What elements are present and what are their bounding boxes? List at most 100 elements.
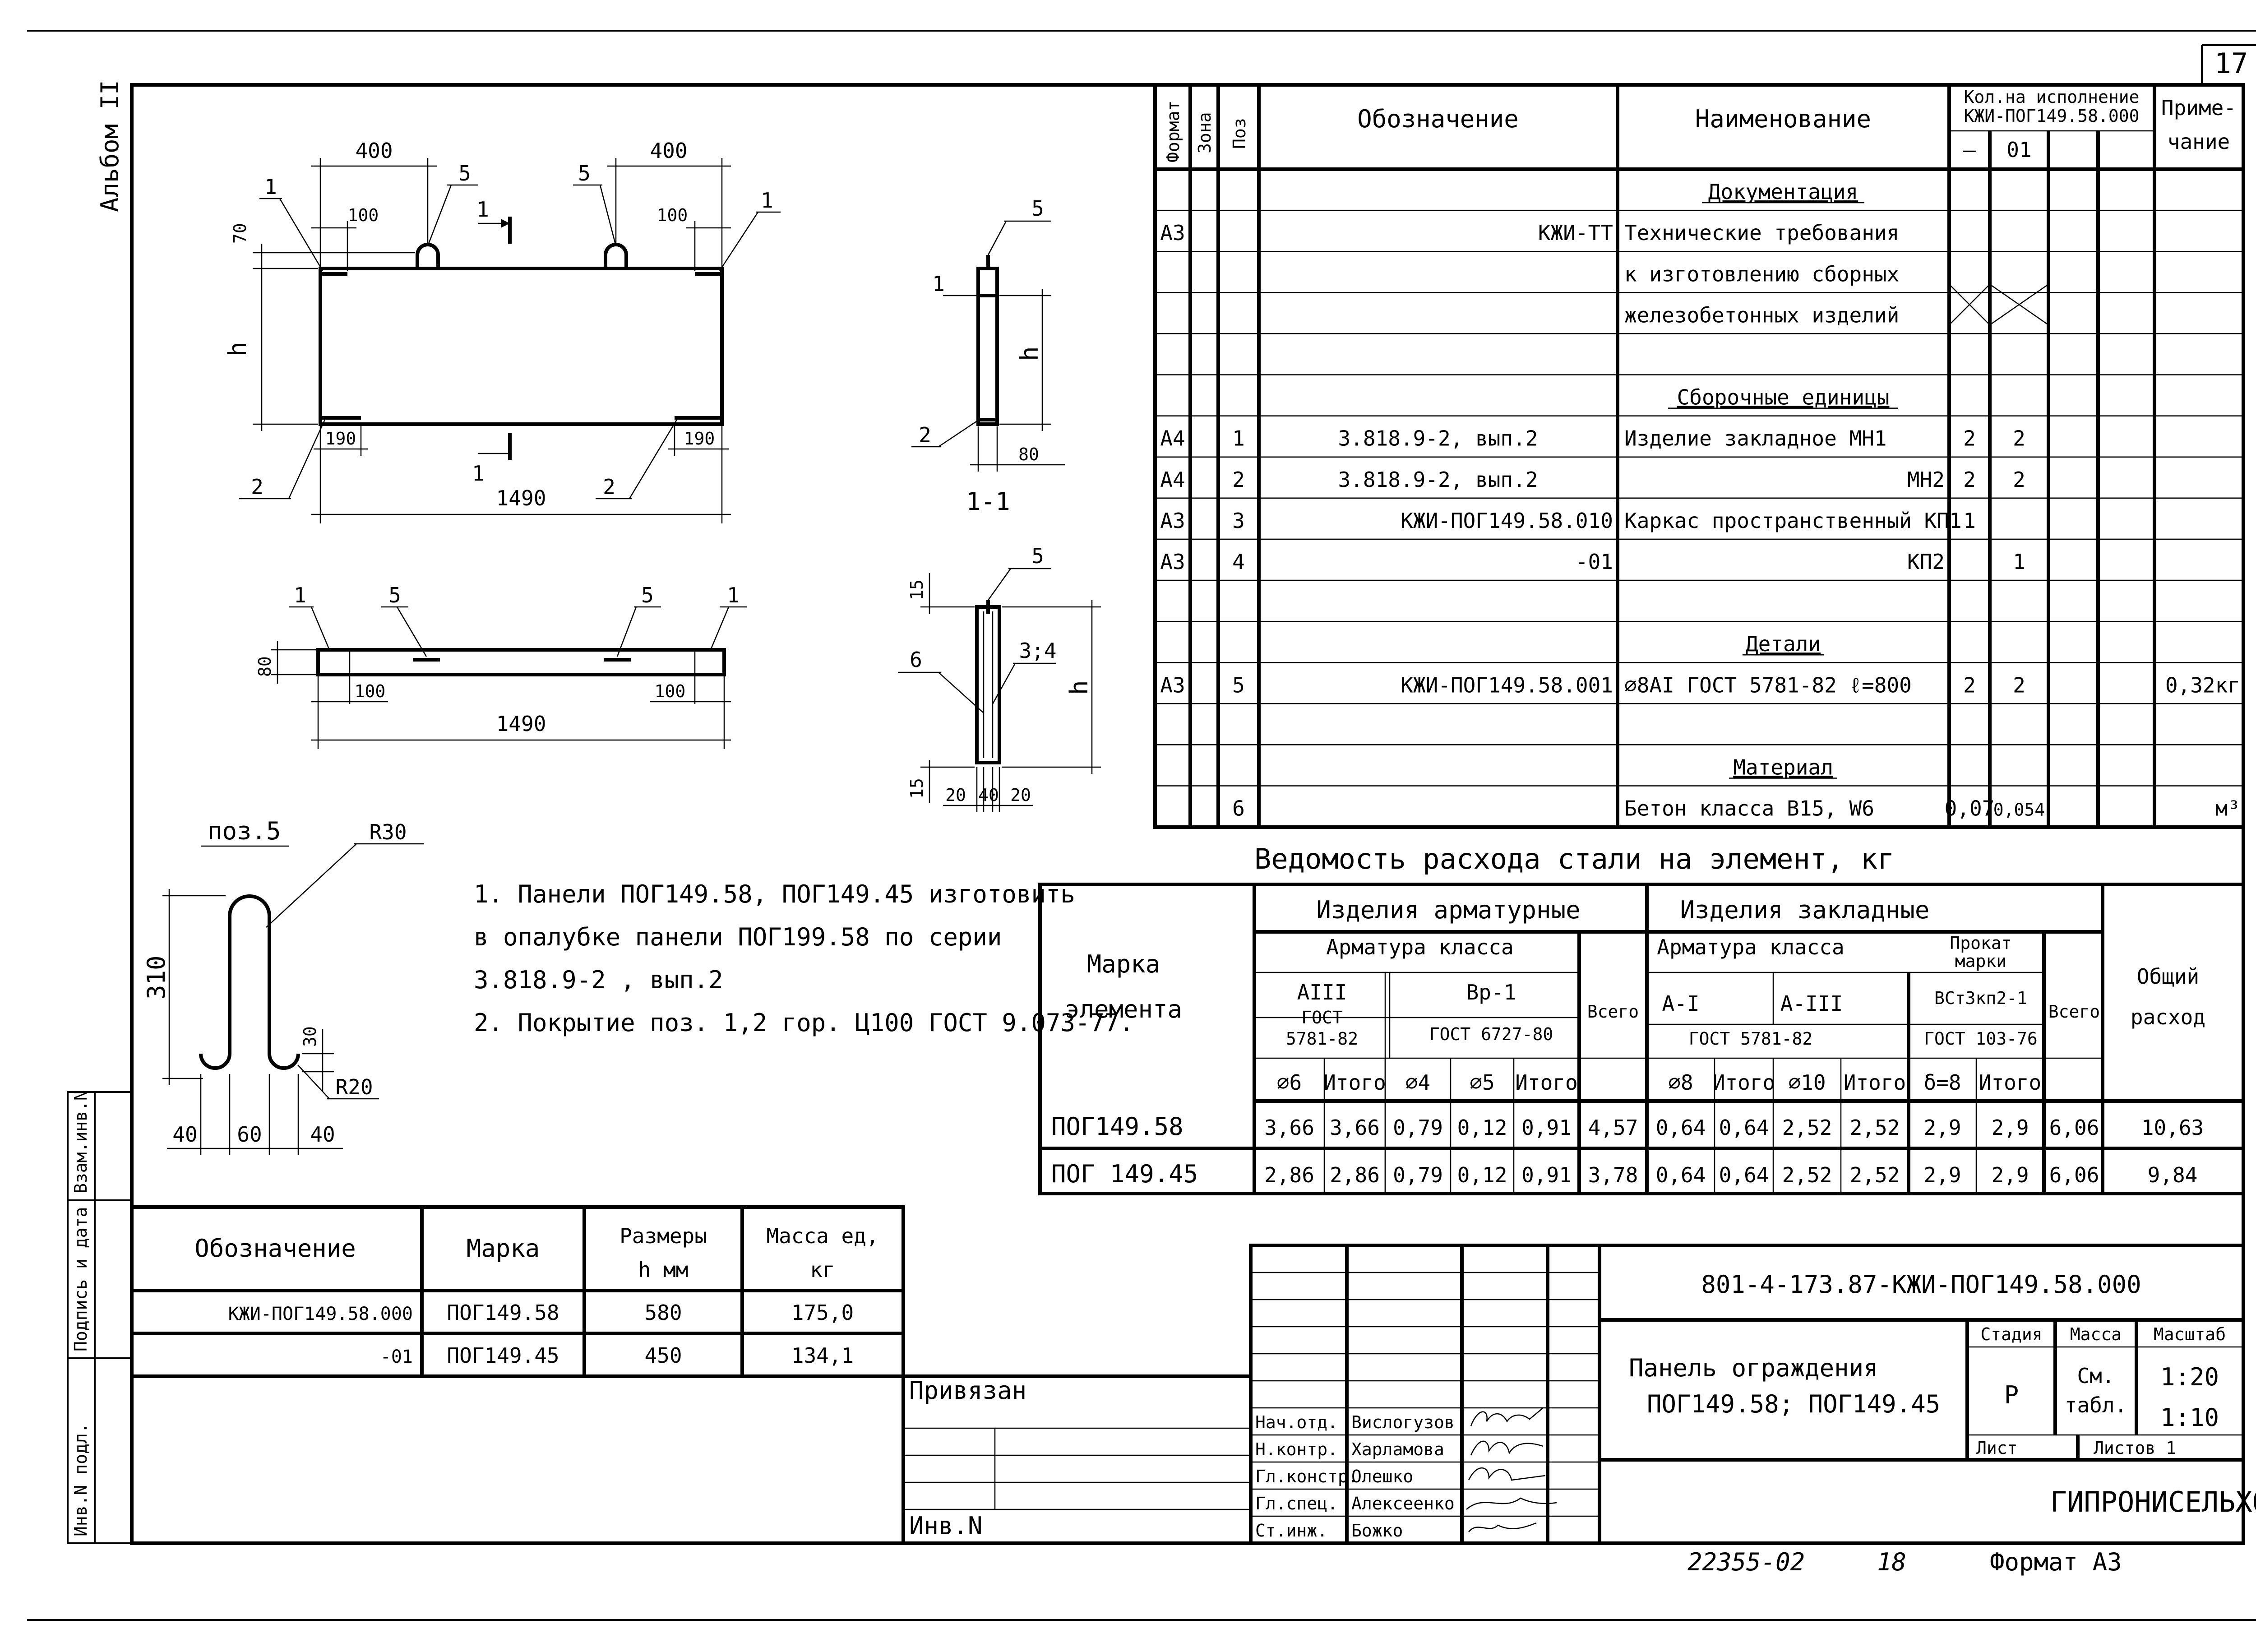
steel-h-vst: ВСт3кп2-1 (1934, 988, 2027, 1008)
marks-table: Обозначение Марка Размеры h мм Масса ед,… (130, 1205, 905, 1378)
bar-dim-40-right: 40 (310, 1122, 335, 1147)
spec-name: Документация (1708, 180, 1858, 204)
steel-col-head: ∅10 (1788, 1070, 1826, 1095)
tb-role: Нач.отд. (1255, 1412, 1338, 1432)
steel-cell: 2,52 (1782, 1115, 1832, 1140)
dim-400-right: 400 (650, 139, 687, 163)
callout-1-right: 1 (761, 188, 773, 213)
steel-cell: 2,86 (1330, 1163, 1380, 1187)
plan-callout-5-right: 5 (641, 583, 654, 607)
spec-poz: 2 (1232, 467, 1245, 492)
steel-col-head: ∅8 (1668, 1070, 1693, 1095)
notes: 1. Панели ПОГ149.58, ПОГ149.45 изготовит… (474, 880, 1134, 1037)
spec-q1: 2 (1963, 673, 1976, 697)
detail-callout-6: 6 (910, 648, 922, 672)
spec-oboz: 3.818.9-2, вып.2 (1338, 426, 1538, 451)
spec-name: Сборочные единицы (1677, 385, 1890, 410)
spec-q1: 2 (1963, 467, 1976, 492)
plan-callout-5-left: 5 (388, 583, 401, 607)
dim-100-left: 100 (348, 205, 379, 225)
inv-label: Инв.N (909, 1512, 983, 1540)
bar-poz5: поз.5 R30 R20 310 30 40 60 40 (142, 817, 424, 1155)
panel-elevation: 400 400 100 100 70 h 190 190 1490 1 (223, 139, 781, 523)
detail-dim-15-bottom: 15 (907, 778, 927, 799)
spec-oboz: -01 (1576, 550, 1613, 574)
steel-col-head: δ=8 (1923, 1070, 1961, 1095)
marks-r1-oboz: КЖИ-ПОГ149.58.000 (228, 1304, 413, 1324)
note-line-4: 2. Покрытие поз. 1,2 гор. Ц100 ГОСТ 9.07… (474, 1009, 1134, 1037)
footer-format: Формат А3 (1990, 1548, 2122, 1576)
tb-role: Гл.констр. (1255, 1467, 1359, 1486)
tb-h-masshtab: Масштаб (2154, 1324, 2226, 1344)
spec-q1: 2 (1963, 426, 1976, 451)
spec-h-prim2: чание (2168, 130, 2230, 154)
dim-100-right: 100 (657, 205, 688, 225)
spec-q2: 2 (2013, 467, 2025, 492)
plan-dim-80: 80 (255, 656, 275, 677)
spec-name: КП2 (1907, 550, 1945, 574)
steel-cell: 6,06 (2049, 1115, 2099, 1140)
spec-h-var2: 01 (2006, 138, 2031, 162)
steel-h-aiii2: А-III (1780, 991, 1843, 1016)
steel-cell: 3,78 (1588, 1163, 1638, 1187)
tb-person: Алексеенко (1351, 1494, 1455, 1513)
spec-oboz: 3.818.9-2, вып.2 (1338, 467, 1538, 492)
steel-h-prokat1: Прокат (1950, 933, 2011, 953)
marks-h-massa1: Масса ед, (766, 1224, 878, 1248)
steel-col-head: Итого (1515, 1070, 1577, 1095)
bar-r30: R30 (369, 820, 407, 844)
tb-stadia: Р (2004, 1381, 2019, 1409)
spec-fmt: А4 (1160, 467, 1185, 492)
specification-table: Формат Зона Поз Обозначение Наименование… (1153, 83, 2245, 829)
steel-cell: 2,86 (1264, 1163, 1314, 1187)
tb-massa-1: См. (2077, 1364, 2114, 1388)
spec-name: МН2 (1907, 467, 1945, 492)
spec-q2: 0,054 (1993, 800, 2045, 820)
spec-q2: 1 (2013, 550, 2025, 574)
steel-h-marka2: элемента (1065, 995, 1182, 1023)
dim-400-left: 400 (355, 139, 393, 163)
side-stamp-podpis: Подпись и дата (71, 1207, 91, 1351)
tb-h-massa: Масса (2070, 1324, 2122, 1344)
steel-h-marka1: Марка (1087, 950, 1160, 978)
spec-q1: 1 (1963, 509, 1976, 533)
section-1-1: 5 1 2 h 80 1-1 (911, 196, 1065, 516)
note-line-2: в опалубке панели ПОГ199.58 по серии (474, 923, 1002, 951)
steel-cell: 3,66 (1264, 1115, 1314, 1140)
callout-5-left: 5 (458, 161, 471, 185)
steel-cell: 10,63 (2141, 1115, 2204, 1140)
spec-row: Детали (1743, 632, 1824, 656)
bar-dim-40-left: 40 (172, 1122, 197, 1147)
tb-person: Олешко (1351, 1467, 1413, 1486)
steel-cell: 2,52 (1782, 1163, 1832, 1187)
spec-h-kol: Кол.на исполнение (1964, 87, 2140, 107)
steel-cell: 2,52 (1850, 1115, 1900, 1140)
footer-page: 18 (1877, 1548, 1906, 1576)
side-stamp: Инв.N подл. Подпись и дата Взам.инв.N (67, 1090, 133, 1544)
marks-r1-marka: ПОГ149.58 (447, 1300, 559, 1325)
steel-h-zakl-class: Арматура класса (1657, 935, 1844, 959)
steel-h-gost5781a: ГОСТ (1301, 1008, 1343, 1027)
steel-h-arm: Изделия арматурные (1316, 896, 1580, 924)
spec-poz: 1 (1232, 426, 1245, 451)
steel-cell: 0,64 (1719, 1115, 1769, 1140)
spec-poz: 5 (1232, 673, 1245, 697)
section-mark-bottom: 1 (472, 461, 485, 486)
sheet-number: 17 (2214, 47, 2248, 80)
title-block: Привязан Инв.N Нач.отд.ВислогузовН.контр… (901, 1244, 2256, 1545)
detail-callout-34: 3;4 (1019, 639, 1056, 663)
plan-callout-1-left: 1 (294, 583, 306, 607)
steel-h-prokat2: марки (1955, 951, 2006, 971)
steel-cell: 0,91 (1521, 1115, 1572, 1140)
tb-scale-2: 1:10 (2160, 1403, 2219, 1432)
spec-h-format: Формат (1163, 101, 1183, 162)
bar-r20: R20 (335, 1075, 373, 1099)
spec-row: железобетонных изделий (1624, 303, 1899, 327)
marks-r2-oboz: -01 (380, 1347, 413, 1367)
spec-fmt: А3 (1160, 550, 1185, 574)
steel-cell: 2,9 (1991, 1163, 2029, 1187)
